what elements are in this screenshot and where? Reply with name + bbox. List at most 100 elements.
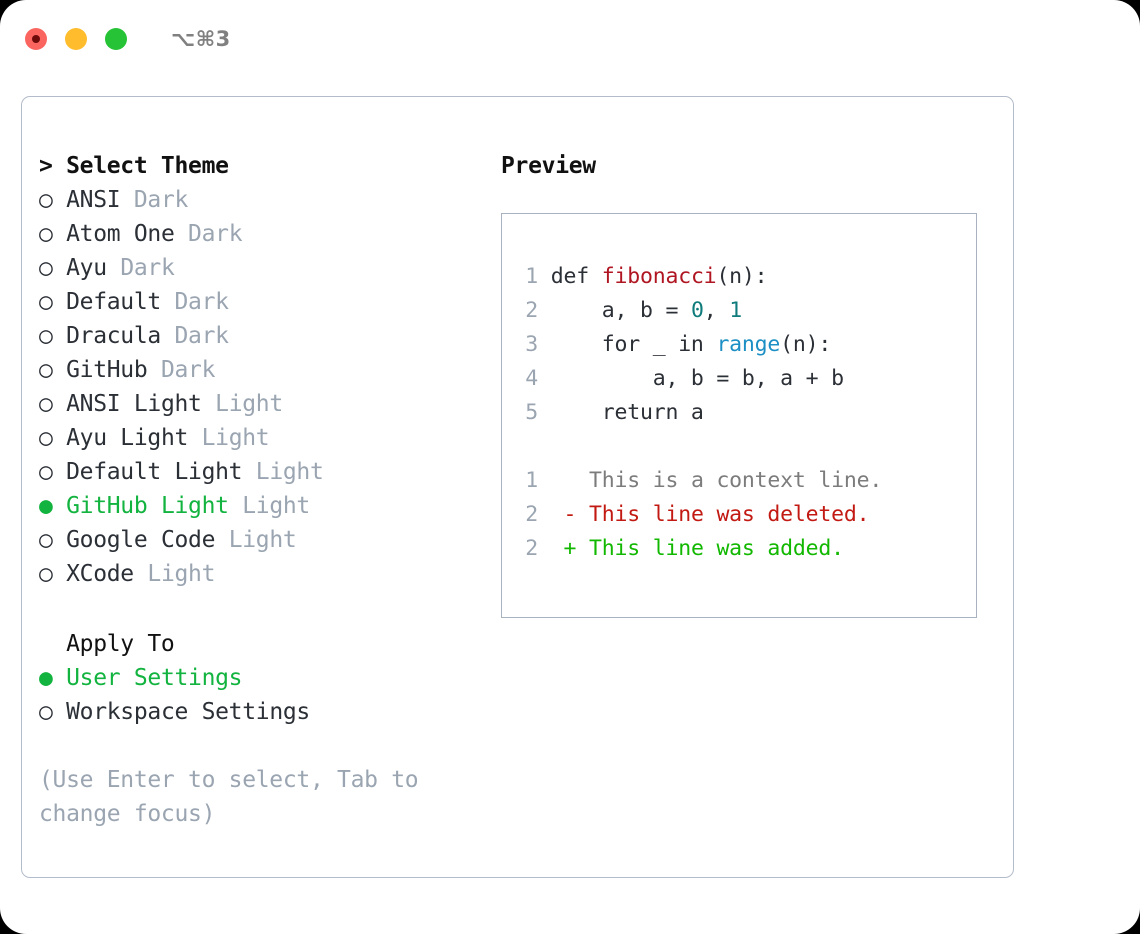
diff-text: This line was deleted. [589, 502, 870, 527]
code-token: a, b = b, a + b [550, 366, 844, 391]
radio-selected-icon: ● [39, 493, 67, 519]
theme-option[interactable]: ○ XCode Light [39, 557, 479, 591]
theme-option-mode: Light [228, 493, 310, 519]
theme-option-mode: Dark [174, 221, 243, 247]
code-token: (n): [716, 264, 768, 289]
theme-option-list: ○ ANSI Dark○ Atom One Dark○ Ayu Dark○ De… [39, 183, 479, 591]
theme-option-label: Ayu Light [66, 425, 189, 451]
title-bar: ⌥⌘3 [0, 0, 1140, 78]
theme-option[interactable]: ○ Atom One Dark [39, 217, 479, 251]
theme-option-label: ANSI [66, 187, 121, 213]
theme-option-mode: Dark [106, 255, 175, 281]
theme-option-mode: Dark [147, 357, 216, 383]
code-token: , [703, 298, 730, 323]
apply-to-heading: Apply To [39, 631, 175, 657]
theme-option-label: Default [66, 289, 161, 315]
theme-option-label: Default Light [66, 459, 243, 485]
preview-title: Preview [501, 153, 596, 179]
diff-line-number: 1 [525, 468, 538, 493]
theme-option-label: Ayu [66, 255, 107, 281]
code-line-number: 5 [525, 400, 538, 425]
apply-to-option[interactable]: ○ Workspace Settings [39, 695, 479, 729]
theme-option[interactable]: ○ Default Dark [39, 285, 479, 319]
radio-selected-icon: ● [39, 665, 67, 691]
radio-unselected-icon: ○ [39, 391, 67, 417]
theme-option-mode: Dark [120, 187, 189, 213]
apply-to-option[interactable]: ● User Settings [39, 661, 479, 695]
diff-marker [564, 468, 590, 493]
theme-option-label: Dracula [66, 323, 161, 349]
theme-option-label: Atom One [66, 221, 175, 247]
radio-unselected-icon: ○ [39, 527, 67, 553]
code-token: for _ in [550, 332, 717, 357]
keyboard-hint: (Use Enter to select, Tab to change focu… [39, 767, 419, 827]
diff-marker: + [563, 536, 589, 561]
code-line-number: 4 [525, 366, 538, 391]
radio-unselected-icon: ○ [39, 187, 67, 213]
apply-to-option-label: User Settings [66, 665, 243, 691]
theme-option-mode: Light [201, 391, 283, 417]
minimize-button[interactable] [65, 28, 87, 50]
code-token: (n): [780, 332, 832, 357]
code-token: 1 [729, 298, 742, 323]
code-token: a, b = [550, 298, 691, 323]
theme-option-label: GitHub [66, 357, 148, 383]
radio-unselected-icon: ○ [39, 561, 67, 587]
preview-pane: Preview 1 def fibonacci(n):2 a, b = 0, 1… [501, 149, 991, 618]
code-line-number: 2 [525, 298, 538, 323]
code-line-number: 1 [525, 264, 538, 289]
apply-to-list: ● User Settings○ Workspace Settings [39, 661, 479, 729]
theme-option[interactable]: ○ ANSI Dark [39, 183, 479, 217]
radio-unselected-icon: ○ [39, 425, 67, 451]
section-spacer [39, 591, 479, 627]
diff-line: 2 - This line was deleted. [524, 498, 976, 532]
diff-text: This is a context line. [589, 468, 883, 493]
window-controls [25, 28, 127, 50]
theme-option-mode: Dark [160, 323, 230, 349]
theme-option-label: ANSI Light [66, 391, 202, 417]
diff-text: This line was added. [589, 536, 844, 561]
theme-option-label: Google Code [66, 527, 216, 553]
code-token: def [550, 264, 602, 289]
theme-option[interactable]: ○ GitHub Dark [39, 353, 479, 387]
close-button[interactable] [25, 28, 47, 50]
code-line: 3 for _ in range(n): [524, 328, 976, 362]
diff-line: 2 + This line was added. [524, 532, 976, 566]
theme-option-mode: Light [242, 459, 324, 485]
code-line: 5 return a [524, 396, 976, 430]
code-token: return a [550, 400, 704, 425]
radio-unselected-icon: ○ [39, 323, 67, 349]
theme-picker-pane: > Select Theme ○ ANSI Dark○ Atom One Dar… [39, 149, 479, 831]
theme-picker-heading: > Select Theme [39, 153, 229, 179]
diff-line-number: 2 [525, 536, 538, 561]
diff-line: 1 This is a context line. [524, 464, 976, 498]
theme-option[interactable]: ○ Dracula Dark [39, 319, 479, 353]
code-line: 4 a, b = b, a + b [524, 362, 976, 396]
theme-option-label: XCode [66, 561, 134, 587]
diff-line-number: 2 [525, 502, 538, 527]
theme-option[interactable]: ○ Ayu Light Light [39, 421, 479, 455]
radio-unselected-icon: ○ [39, 699, 67, 725]
code-line: 1 def fibonacci(n): [524, 260, 976, 294]
theme-option-mode: Light [215, 527, 297, 553]
theme-option[interactable]: ○ Ayu Dark [39, 251, 479, 285]
theme-option[interactable]: ○ ANSI Light Light [39, 387, 479, 421]
theme-option-mode: Light [188, 425, 270, 451]
theme-option[interactable]: ○ Google Code Light [39, 523, 479, 557]
content-frame: > Select Theme ○ ANSI Dark○ Atom One Dar… [21, 96, 1014, 878]
code-line-number: 3 [525, 332, 538, 357]
theme-option-label: GitHub Light [66, 493, 229, 519]
maximize-button[interactable] [105, 28, 127, 50]
radio-unselected-icon: ○ [39, 221, 67, 247]
theme-option[interactable]: ● GitHub Light Light [39, 489, 479, 523]
radio-unselected-icon: ○ [39, 459, 67, 485]
diff-marker: - [563, 502, 589, 527]
code-token: range [716, 332, 781, 357]
theme-option-mode: Dark [160, 289, 230, 315]
apply-to-option-label: Workspace Settings [66, 699, 310, 725]
diff-sample: 1 This is a context line.2 - This line w… [524, 464, 976, 566]
theme-option[interactable]: ○ Default Light Light [39, 455, 479, 489]
radio-unselected-icon: ○ [39, 289, 67, 315]
